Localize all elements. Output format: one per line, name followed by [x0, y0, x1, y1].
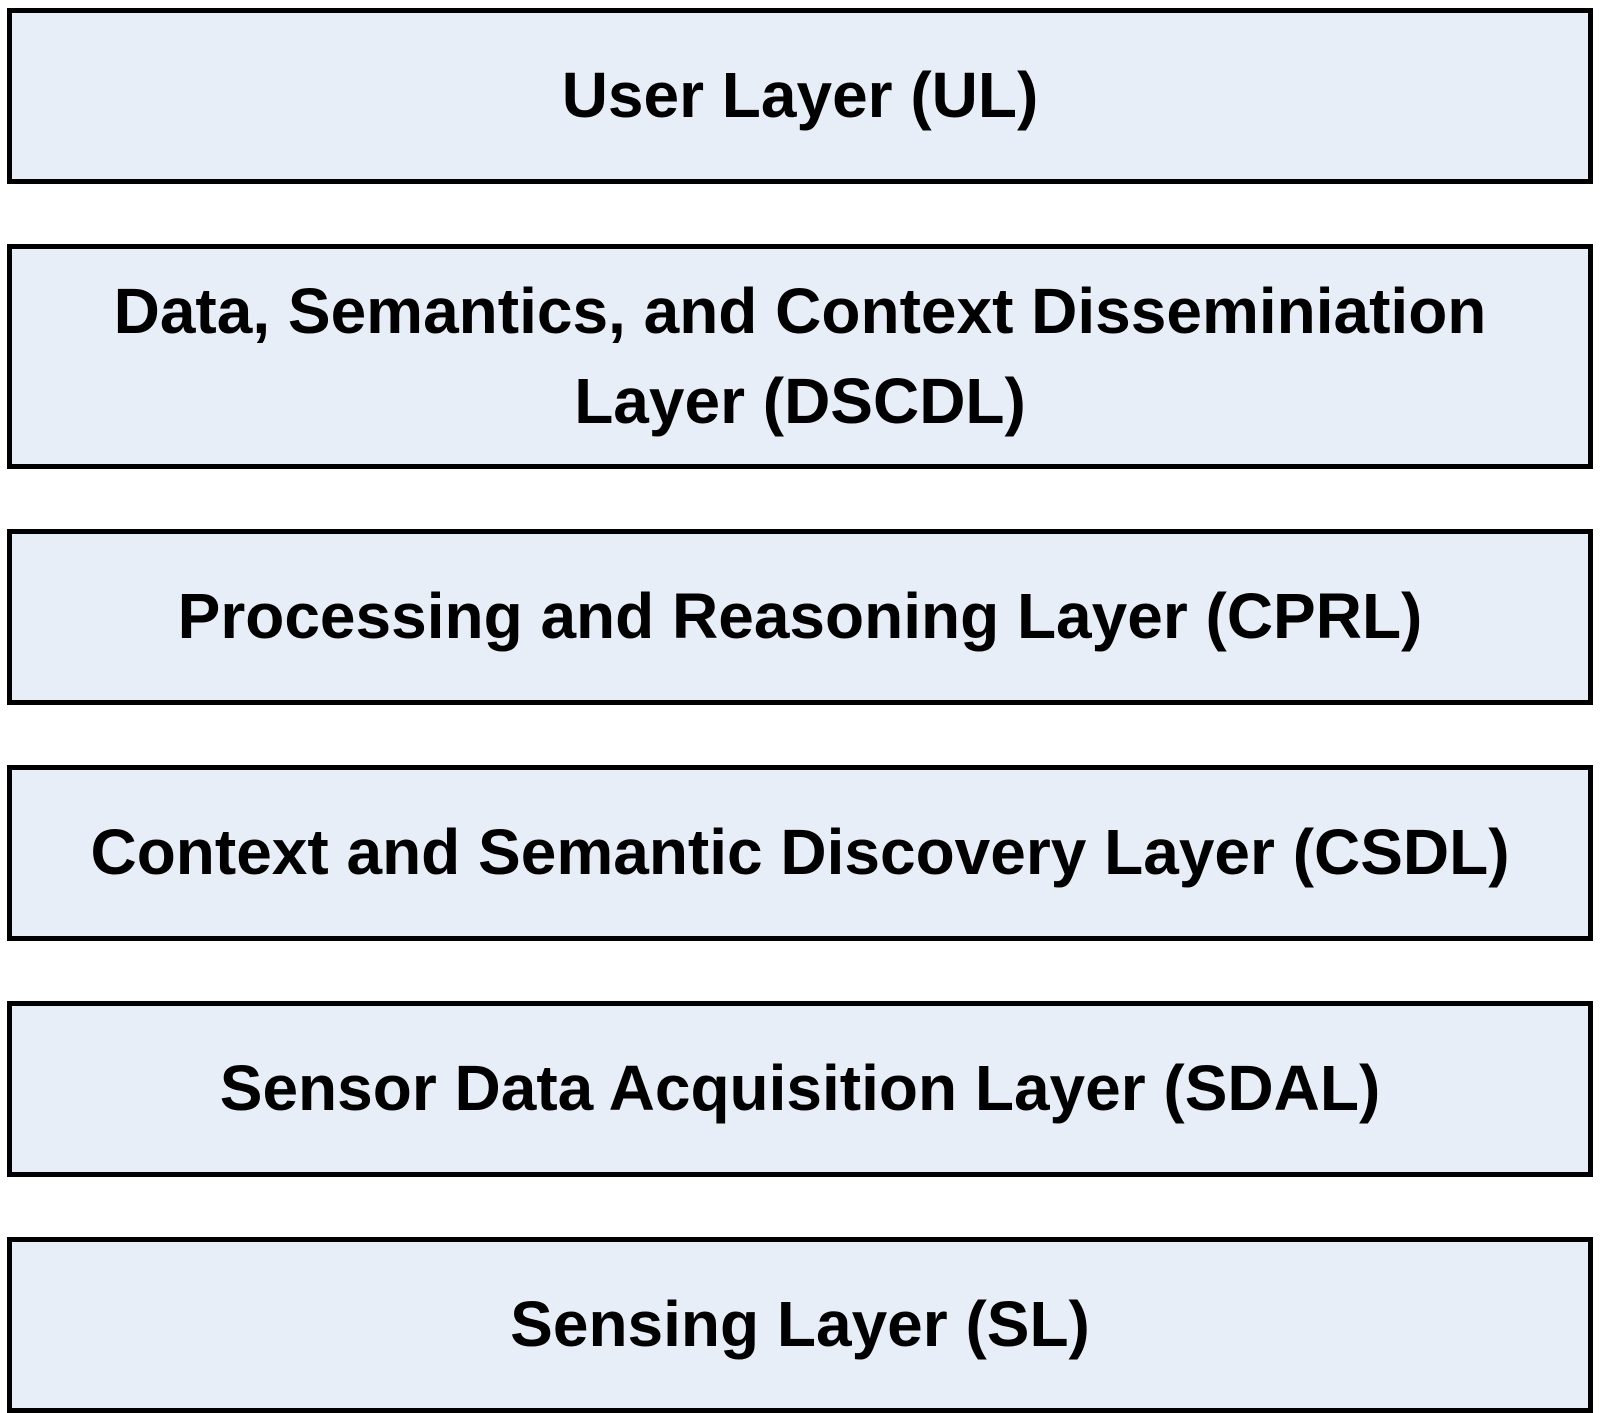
layer-label-dscdl: Data, Semantics, and Context Disseminiat…	[113, 275, 1487, 437]
layer-box-sdal: Sensor Data Acquisition Layer (SDAL)	[7, 1001, 1593, 1178]
layer-label-sdal: Sensor Data Acquisition Layer (SDAL)	[219, 1052, 1381, 1125]
layer-box-csdl: Context and Semantic Discovery Layer (CS…	[7, 765, 1593, 942]
layer-box-user-layer: User Layer (UL)	[7, 8, 1593, 184]
layer-box-cprl: Processing and Reasoning Layer (CPRL)	[7, 529, 1593, 706]
layer-label-user-layer: User Layer (UL)	[561, 59, 1039, 132]
layer-box-sensing-layer: Sensing Layer (SL)	[7, 1237, 1593, 1413]
layer-label-sensing-layer: Sensing Layer (SL)	[510, 1288, 1090, 1361]
layer-label-csdl: Context and Semantic Discovery Layer (CS…	[90, 816, 1510, 889]
architecture-stack: User Layer (UL) Data, Semantics, and Con…	[7, 8, 1593, 1413]
layer-label-cprl: Processing and Reasoning Layer (CPRL)	[177, 580, 1423, 653]
layer-box-dscdl: Data, Semantics, and Context Disseminiat…	[7, 244, 1593, 470]
